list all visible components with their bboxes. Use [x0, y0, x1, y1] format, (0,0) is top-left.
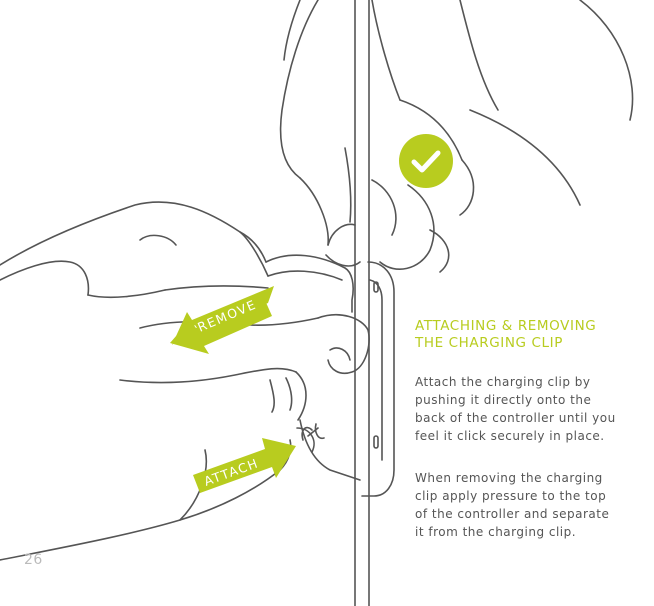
heading-line: THE CHARGING CLIP: [415, 335, 645, 352]
text-line: feel it click securely in place.: [415, 427, 650, 445]
controller: [362, 262, 394, 496]
section-heading: ATTACHING & REMOVING THE CHARGING CLIP: [415, 318, 645, 352]
heading-line: ATTACHING & REMOVING: [415, 318, 645, 335]
text-line: clip apply pressure to the top: [415, 487, 650, 505]
text-line: of the controller and separate: [415, 505, 650, 523]
remove-arrow: REMOVE: [170, 286, 274, 354]
attach-instructions: Attach the charging clip by pushing it d…: [415, 373, 650, 445]
attach-arrow: ATTACH: [193, 438, 296, 493]
text-line: Attach the charging clip by: [415, 373, 650, 391]
page-number: 26: [24, 552, 43, 568]
lower-hand: [0, 202, 369, 560]
remove-instructions: When removing the charging clip apply pr…: [415, 469, 650, 541]
attach-arrow-label: ATTACH: [202, 455, 261, 489]
upper-hand: [281, 0, 633, 272]
check-icon: [399, 134, 453, 188]
text-line: back of the controller until you: [415, 409, 650, 427]
text-line: When removing the charging: [415, 469, 650, 487]
cable: [355, 0, 369, 606]
text-line: pushing it directly onto the: [415, 391, 650, 409]
text-line: it from the charging clip.: [415, 523, 650, 541]
